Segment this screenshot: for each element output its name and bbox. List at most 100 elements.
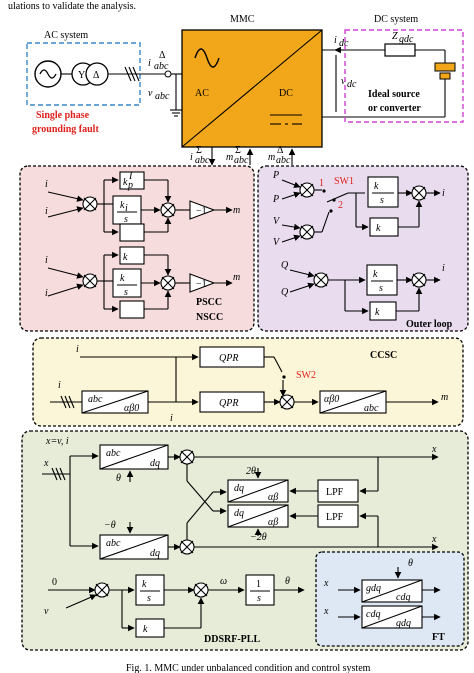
fault-label-2: grounding fault	[32, 124, 99, 135]
svg-text:Z: Z	[392, 31, 398, 42]
svg-text:k: k	[123, 177, 128, 188]
pll-title: DDSRF-PLL	[204, 634, 260, 645]
ccsc-title: CCSC	[370, 350, 397, 361]
outer-loop-title: Outer loop	[406, 319, 453, 330]
svg-text:i: i	[45, 206, 48, 217]
svg-text:LPF: LPF	[326, 512, 344, 523]
svg-text:i: i	[148, 58, 151, 69]
svg-text:k: k	[374, 181, 379, 192]
z-gdc-block	[384, 43, 416, 57]
svg-text:x: x	[43, 458, 49, 469]
svg-text:abc: abc	[106, 448, 121, 459]
svg-text:v: v	[148, 88, 153, 99]
svg-text:Δ: Δ	[93, 70, 100, 81]
svg-text:i: i	[190, 152, 193, 163]
svg-text:x: x	[431, 534, 437, 545]
battery-icon	[434, 62, 456, 72]
svg-text:k: k	[123, 252, 128, 263]
svg-text:dq: dq	[150, 548, 160, 559]
svg-text:abc: abc	[154, 61, 169, 72]
svg-text:αβ: αβ	[268, 517, 278, 528]
svg-text:αβ0: αβ0	[324, 394, 339, 405]
svg-text:dq: dq	[150, 458, 160, 469]
svg-text:QPR: QPR	[219, 398, 238, 409]
ac-text: AC	[195, 88, 209, 99]
sw1-label: SW1	[334, 176, 354, 187]
svg-text:i: i	[442, 188, 445, 199]
svg-text:p: p	[127, 180, 133, 191]
svg-text:dc: dc	[347, 79, 357, 90]
svg-text:k: k	[143, 624, 148, 635]
svg-text:k: k	[375, 307, 380, 318]
svg-text:θ: θ	[116, 473, 121, 484]
dc-text: DC	[279, 88, 293, 99]
bottom-label-m-sigma: m abc Σ	[226, 145, 249, 166]
svg-text:k: k	[373, 269, 378, 280]
svg-text:m: m	[441, 392, 448, 403]
integrator-block	[245, 574, 275, 606]
svg-text:m: m	[233, 272, 240, 283]
svg-text:Σ: Σ	[196, 145, 202, 156]
svg-text:i: i	[45, 255, 48, 266]
svg-text:dc: dc	[339, 38, 349, 49]
nscc-title: NSCC	[196, 312, 223, 323]
svg-text:i: i	[45, 179, 48, 190]
svg-text:abc: abc	[364, 403, 379, 414]
dc-system-box	[344, 29, 464, 123]
bottom-label-m-delta: m abc Δ	[268, 145, 291, 166]
pscc-d-loop: i i k p I k i s −1 m	[45, 171, 240, 242]
svg-text:i: i	[442, 263, 445, 274]
ki-q-block	[366, 264, 398, 296]
svg-text:abc: abc	[195, 155, 210, 166]
svg-text:k: k	[142, 579, 147, 590]
figure-caption: Fig. 1. MMC under unbalanced condition a…	[126, 663, 371, 673]
ki-block	[112, 195, 142, 225]
svg-text:v: v	[44, 606, 49, 617]
svg-text:0: 0	[52, 577, 57, 588]
svg-text:v: v	[341, 76, 346, 87]
gain-neg1	[189, 200, 216, 220]
svg-text:ω: ω	[220, 576, 227, 587]
svg-text:−1: −1	[196, 279, 207, 290]
top-cut-text: ulations to validate the analysis.	[8, 1, 136, 12]
ft-title: FT	[432, 632, 445, 643]
svg-text:i: i	[170, 413, 173, 424]
svg-text:2θ: 2θ	[246, 466, 256, 477]
svg-text:i: i	[76, 344, 79, 355]
outer-loop-panel	[257, 165, 469, 332]
svg-text:dq: dq	[234, 483, 244, 494]
svg-text:dq: dq	[234, 508, 244, 519]
svg-text:i: i	[334, 35, 337, 46]
svg-text:k: k	[120, 200, 125, 211]
ideal-source-1: Ideal source	[368, 89, 420, 100]
fault-label-1: Single phase	[36, 110, 90, 121]
pscc-title: PSCC	[196, 297, 222, 308]
svg-text:abc: abc	[276, 155, 291, 166]
bottom-label-i-sigma: i abc Σ	[190, 145, 210, 166]
svg-text:i: i	[45, 288, 48, 299]
outer-q-loop: Q Q k s k i	[281, 260, 445, 321]
svg-text:P: P	[272, 194, 279, 205]
pll-loop: 0 v k s k ω 1 s θ	[44, 574, 305, 638]
svg-text:s: s	[257, 593, 261, 604]
svg-text:θ: θ	[285, 576, 290, 587]
svg-text:abc: abc	[106, 538, 121, 549]
svg-text:s: s	[124, 287, 128, 298]
svg-text:s: s	[124, 214, 128, 225]
svg-text:m: m	[233, 205, 240, 216]
svg-text:Σ: Σ	[235, 145, 241, 156]
pscc-q-loop: i i k k s −1 m	[45, 246, 240, 319]
svg-text:Y: Y	[78, 70, 85, 81]
dc-system-label: DC system	[374, 14, 418, 25]
kp-dc-block	[369, 217, 399, 237]
svg-text:cdq: cdq	[366, 609, 380, 620]
svg-text:−1: −1	[196, 206, 207, 217]
ddsrf-structure: x=v, i x abc dq θ abc dq −θ x x	[42, 436, 439, 560]
ac-system-label: AC system	[44, 30, 88, 41]
svg-text:1: 1	[319, 178, 324, 189]
svg-text:x=v, i: x=v, i	[45, 436, 69, 447]
svg-text:abc: abc	[155, 91, 170, 102]
svg-text:cdq: cdq	[396, 592, 410, 603]
svg-text:αβ0: αβ0	[124, 403, 139, 414]
